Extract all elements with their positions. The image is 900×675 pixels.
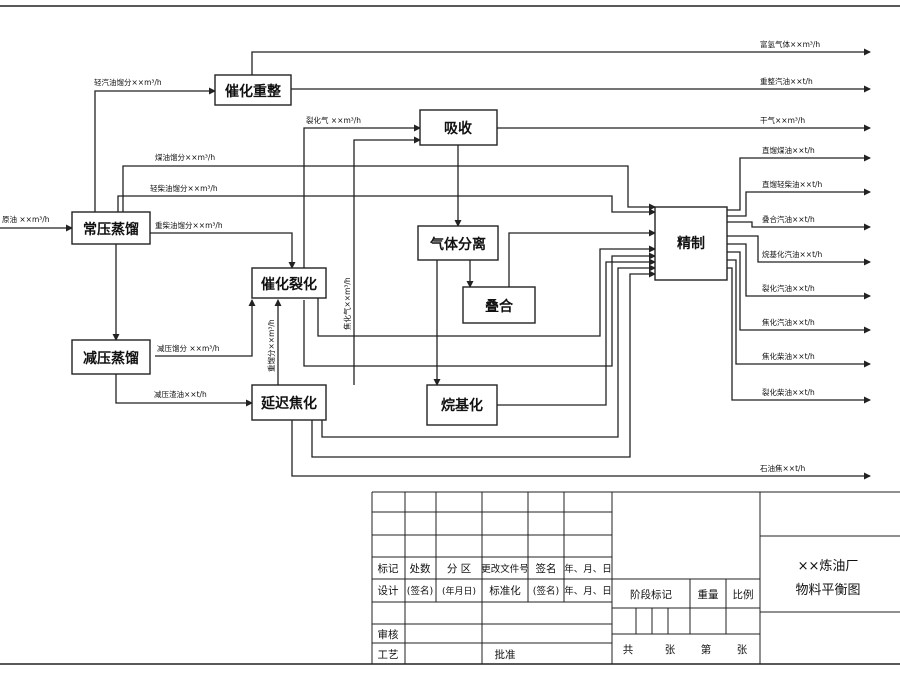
svg-text:减压蒸馏: 减压蒸馏 xyxy=(83,350,139,367)
svg-text:气体分离: 气体分离 xyxy=(429,236,486,253)
flow-lines xyxy=(0,48,871,480)
tb-date: 年、月、日 xyxy=(564,563,612,575)
tb-process: 工艺 xyxy=(378,649,399,661)
label-crude: 原油 ××m³/h xyxy=(2,214,50,224)
tb-approve: 批准 xyxy=(495,648,516,661)
svg-text:延迟焦化: 延迟焦化 xyxy=(260,395,317,412)
product-coker-diesel: 焦化柴油××t/h xyxy=(762,351,815,361)
tb-design: 设计 xyxy=(378,584,399,597)
svg-text:精制: 精制 xyxy=(677,235,705,252)
product-sr-kerosene: 直馏煤油××t/h xyxy=(762,145,815,155)
stream-labels: 原油 ××m³/h 轻汽油馏分××m³/h 煤油馏分××m³/h 轻柴油馏分××… xyxy=(2,77,361,399)
unit-vacuum-distillation: 减压蒸馏 xyxy=(71,339,151,375)
tb-stage-mark: 阶段标记 xyxy=(630,588,672,601)
unit-absorption: 吸收 xyxy=(419,109,498,146)
tb-signature: 签名 xyxy=(536,562,557,575)
label-vacuum-cut: 减压馏分 ××m³/h xyxy=(157,343,220,353)
label-crack-gas: 裂化气 ××m³/h xyxy=(306,115,361,125)
label-heavy-cut: 重馏分××m³/h xyxy=(266,319,276,372)
svg-text:烷基化: 烷基化 xyxy=(441,397,483,414)
unit-atmospheric-distillation: 常压蒸馏 xyxy=(71,211,151,245)
tb-weight: 重量 xyxy=(698,588,719,601)
tb-scale: 比例 xyxy=(733,588,754,601)
svg-text:叠合: 叠合 xyxy=(485,298,514,315)
tb-drawing-name: 物料平衡图 xyxy=(795,583,860,598)
tb-review: 审核 xyxy=(378,628,399,641)
product-hydrogen-gas: 富氢气体××m³/h xyxy=(760,39,820,49)
unit-refining: 精制 xyxy=(654,206,728,281)
product-reformate: 重整汽油××t/h xyxy=(760,76,813,86)
tb-standardize: 标准化 xyxy=(489,584,521,597)
unit-delayed-coking: 延迟焦化 xyxy=(251,384,327,421)
label-vacuum-residue: 减压渣油××t/h xyxy=(154,389,207,399)
svg-text:催化重整: 催化重整 xyxy=(225,83,282,100)
product-labels: 富氢气体××m³/h 重整汽油××t/h 干气××m³/h 直馏煤油××t/h … xyxy=(760,39,823,473)
product-dry-gas: 干气××m³/h xyxy=(760,115,805,125)
tb-sheets: 张 xyxy=(665,644,676,656)
unit-catalytic-reforming: 催化重整 xyxy=(214,74,292,106)
unit-alkylation: 烷基化 xyxy=(426,384,498,426)
tb-design-date: (年月日) xyxy=(442,585,476,597)
product-coker-gasoline: 焦化汽油××t/h xyxy=(762,317,815,327)
label-kerosene-cut: 煤油馏分××m³/h xyxy=(155,152,215,162)
label-light-diesel-cut: 轻柴油馏分××m³/h xyxy=(150,183,218,193)
svg-text:催化裂化: 催化裂化 xyxy=(261,276,317,293)
label-light-naphtha: 轻汽油馏分××m³/h xyxy=(94,77,162,87)
tb-mark: 标记 xyxy=(378,563,399,575)
product-cracked-diesel: 裂化柴油××t/h xyxy=(762,387,815,397)
product-alkylate: 烷基化汽油××t/h xyxy=(762,249,823,259)
unit-polymerization: 叠合 xyxy=(462,286,536,324)
tb-count: 处数 xyxy=(410,562,431,575)
svg-text:吸收: 吸收 xyxy=(444,120,473,137)
title-block xyxy=(371,491,900,664)
product-cracked-gasoline: 裂化汽油××t/h xyxy=(762,283,815,293)
label-coker-gas: 焦化气××m³/h xyxy=(342,277,352,330)
tb-total: 共 xyxy=(623,644,634,656)
tb-zone: 分 区 xyxy=(447,563,471,575)
svg-text:常压蒸馏: 常压蒸馏 xyxy=(83,221,139,238)
unit-catalytic-cracking: 催化裂化 xyxy=(251,267,327,299)
product-petroleum-coke: 石油焦××t/h xyxy=(760,463,806,473)
tb-page: 第 xyxy=(701,643,712,656)
product-sr-light-diesel: 直馏轻柴油××t/h xyxy=(762,179,823,189)
tb-factory-name: ××炼油厂 xyxy=(798,559,859,574)
tb-design-sign: (签名) xyxy=(407,585,433,597)
product-poly-gasoline: 叠合汽油××t/h xyxy=(762,214,815,224)
tb-doc-no: 更改文件号 xyxy=(481,563,529,575)
label-heavy-diesel-cut: 重柴油馏分××m³/h xyxy=(155,220,223,230)
tb-sheet: 张 xyxy=(737,644,748,656)
tb-std-sign: (签名) xyxy=(533,585,559,597)
title-block-text: 标记 处数 分 区 更改文件号 签名 年、月、日 设计 (签名) (年月日) 标… xyxy=(378,559,861,661)
tb-std-date: 年、月、日 xyxy=(564,585,612,597)
unit-gas-separation: 气体分离 xyxy=(417,225,499,261)
